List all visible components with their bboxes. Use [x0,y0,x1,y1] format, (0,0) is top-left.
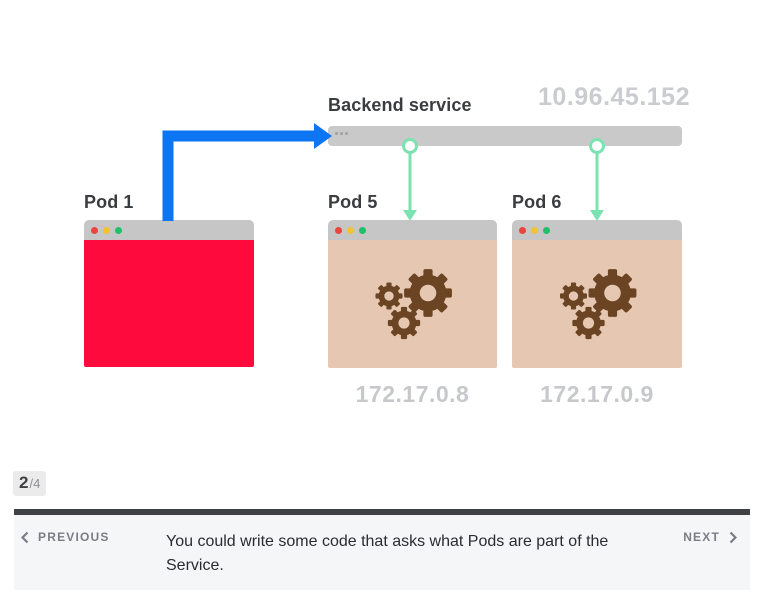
next-button[interactable]: NEXT [683,529,737,545]
pod5-content [328,240,497,368]
window-dot-red-icon [335,226,342,234]
pod6-content [512,240,682,368]
slide-caption: You could write some code that asks what… [166,533,609,574]
window-dot-yellow-icon [103,226,110,234]
pod1-content [84,240,254,367]
next-label: NEXT [683,530,720,544]
window-dot-yellow-icon [347,226,354,234]
window-dot-green-icon [543,226,550,234]
gears-icon [559,269,637,340]
window-dot-red-icon [519,226,526,234]
pod5-titlebar [328,220,497,240]
pod1-titlebar [84,220,254,240]
pod5-label: Pod 5 [328,192,378,212]
pod1-to-service-arrow [162,130,314,221]
previous-label: PREVIOUS [38,530,110,544]
step-current: 2 [19,473,29,492]
pod6-label: Pod 6 [512,192,562,212]
window-dot-green-icon [115,226,122,234]
service-menu-dots-icon [335,132,348,135]
footer-accent-bar [14,509,750,515]
pod1-window [84,220,254,367]
pod6-ip-label: 172.17.0.9 [540,381,654,407]
window-dot-green-icon [359,226,366,234]
pod5-ip-label: 172.17.0.8 [355,381,470,407]
step-total: /4 [29,476,41,491]
pod6-window [512,220,682,368]
window-dot-red-icon [91,226,98,234]
chevron-left-icon [21,531,29,543]
window-dot-yellow-icon [531,226,538,234]
footer-panel [14,515,750,590]
service-to-pod5-connector [402,138,418,221]
previous-button[interactable]: PREVIOUS [21,529,110,545]
pod1-label: Pod 1 [84,192,134,212]
service-to-pod6-connector [589,138,605,221]
pod6-titlebar [512,220,682,240]
step-indicator-badge: 2 /4 [13,471,47,496]
chevron-right-icon [729,531,737,543]
backend-service-label: Backend service [328,95,472,115]
gears-icon [375,269,452,340]
backend-service-bar [328,126,682,146]
service-ip-label: 10.96.45.152 [538,83,690,111]
pod5-window [328,220,497,368]
